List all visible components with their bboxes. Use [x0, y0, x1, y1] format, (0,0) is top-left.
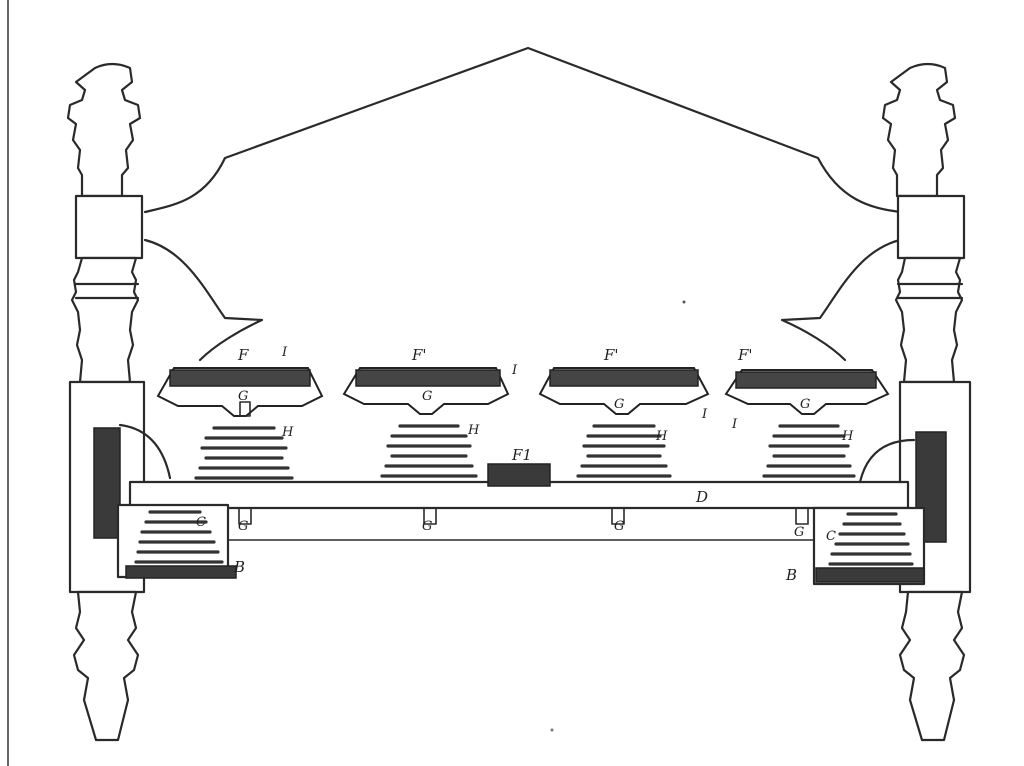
spring-unit-3: [538, 367, 710, 525]
label-G-4b: G: [794, 525, 804, 540]
label-C-right: C: [826, 529, 836, 544]
label-F-3: F': [603, 346, 619, 364]
spring-unit-1: [156, 367, 324, 525]
label-F-1: F: [237, 346, 249, 364]
label-F-4: F': [737, 346, 753, 364]
headboard-right-bracket: [780, 238, 902, 362]
label-F-center: F1: [511, 446, 532, 464]
label-I-4: I: [731, 417, 738, 432]
headboard: [143, 46, 902, 214]
center-block: [487, 463, 551, 487]
label-B-left: B: [233, 558, 245, 576]
label-G-3: G: [614, 397, 624, 412]
spring-unit-2: [342, 367, 510, 525]
left-rail-bracket: [93, 423, 237, 579]
label-G-4: G: [800, 397, 810, 412]
label-G-3b: G: [614, 519, 624, 534]
label-H-3: H: [655, 429, 668, 444]
label-H-4: H: [841, 429, 854, 444]
left-bedpost: [66, 62, 146, 742]
label-G-2: G: [422, 389, 432, 404]
label-G-1b: G: [238, 519, 248, 534]
label-G-2b: G: [422, 519, 432, 534]
right-coil-spring: [815, 512, 925, 583]
spring-unit-4: [724, 369, 890, 525]
label-C-left: C: [196, 515, 206, 530]
label-I-3: I: [701, 407, 708, 422]
speck: [550, 728, 554, 732]
label-H-1: H: [281, 425, 294, 440]
label-I-2: I: [511, 363, 518, 378]
right-bedpost: [881, 62, 972, 742]
label-D: D: [695, 488, 708, 506]
label-I-1: I: [281, 345, 288, 360]
right-rail-bracket: [812, 431, 947, 586]
label-F-2: F': [411, 346, 427, 364]
speck: [682, 300, 686, 304]
headboard-left-bracket: [143, 238, 264, 362]
label-G-1: G: [238, 389, 248, 404]
left-coil-spring: [125, 510, 237, 579]
label-H-2: H: [467, 423, 480, 438]
label-B-right: B: [785, 566, 797, 584]
